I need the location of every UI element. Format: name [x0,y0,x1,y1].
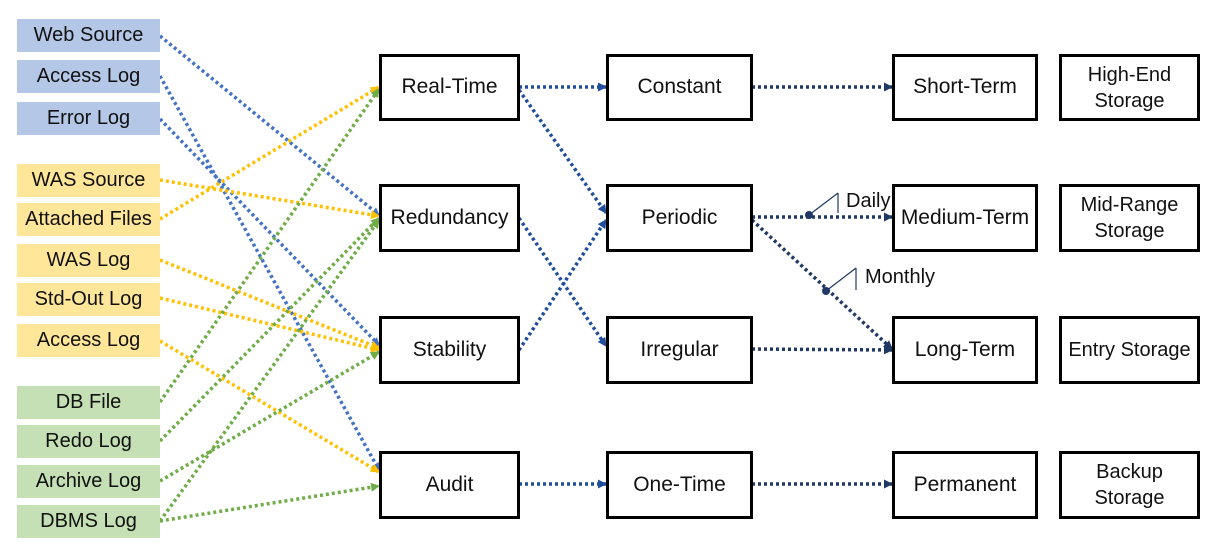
link-redundancy-to-irregular [517,217,608,347]
link-error-log-to-stability [158,117,381,347]
link-dbms-log-to-redundancy [158,218,381,523]
link-periodic-to-long-term [750,218,894,351]
link-dbms-log-to-audit [159,482,380,523]
source-web-source: Web Source [17,19,160,52]
node-entry-storage: Entry Storage [1059,316,1200,384]
node-mid-range-storage: Mid-Range Storage [1059,184,1200,252]
node-permanent: Permanent [892,451,1038,519]
node-long-term: Long-Term [892,316,1038,384]
link-archive-log-to-stability [159,350,380,483]
source-archive-log: Archive Log [17,465,160,498]
node-real-time: Real-Time [379,54,520,121]
source-error-log: Error Log [17,102,160,135]
node-constant: Constant [606,54,753,121]
link-was-source-to-redundancy [159,178,380,220]
node-audit: Audit [379,451,520,519]
label-daily: Daily [846,190,891,212]
link-redo-log-to-redundancy [158,216,381,443]
source-was-log: WAS Log [17,244,160,277]
node-stability: Stability [379,316,520,384]
link-irregular-to-long-term [751,345,893,355]
link-access-log-was-to-audit [159,339,380,474]
source-was-source: WAS Source [17,164,160,197]
node-irregular: Irregular [606,316,753,384]
source-access-log-was: Access Log [17,324,160,357]
source-attached-files: Attached Files [17,203,160,236]
source-std-out-log: Std-Out Log [17,283,160,316]
node-medium-term: Medium-Term [892,184,1038,252]
link-real-time-to-periodic [517,88,608,215]
link-std-out-log-to-stability [159,296,380,353]
label-monthly: Monthly [865,266,936,288]
node-periodic: Periodic [606,184,753,252]
node-redundancy: Redundancy [379,184,520,252]
source-redo-log: Redo Log [17,425,160,458]
link-db-file-to-real-time [158,87,381,404]
source-db-file: DB File [17,386,160,419]
link-web-source-to-redundancy [158,34,381,217]
node-high-end-storage: High-End Storage [1059,54,1200,121]
node-one-time: One-Time [606,451,753,519]
link-was-log-to-stability [159,258,380,350]
source-access-log: Access Log [17,60,160,93]
link-stability-to-periodic [517,219,608,351]
link-attached-files-to-real-time [159,85,380,221]
node-short-term: Short-Term [892,54,1038,121]
source-dbms-log: DBMS Log [17,505,160,538]
node-backup-storage: Backup Storage [1059,451,1200,519]
monthly-callout [822,267,857,295]
daily-callout [805,192,839,219]
